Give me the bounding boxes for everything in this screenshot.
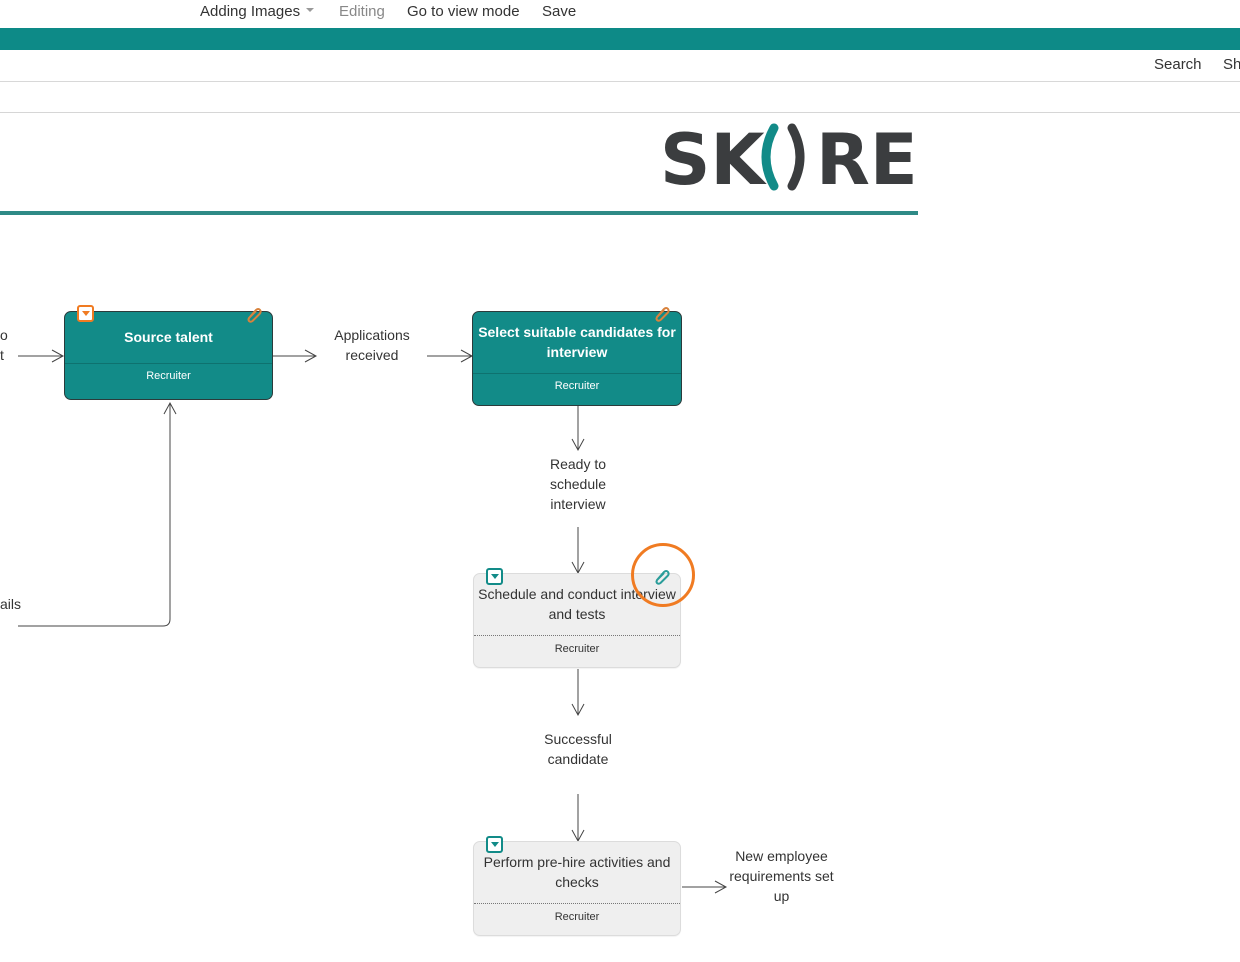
partial-left-label: o t (0, 325, 10, 365)
activity-box-source-talent[interactable]: Source talent Recruiter (64, 311, 273, 400)
triangle-down-icon (490, 574, 499, 579)
activity-role: Recruiter (554, 911, 600, 923)
divider-line (0, 112, 1240, 113)
activity-title: Schedule and conduct interview and tests (478, 586, 676, 622)
logo-text-sk: SK (660, 122, 767, 192)
partial-left-line-2: t (0, 347, 4, 363)
accent-bar (0, 28, 1240, 50)
view-mode-link[interactable]: Go to view mode (407, 3, 520, 20)
activity-role: Recruiter (146, 370, 191, 382)
top-menu-bar: Adding Images Editing Go to view mode Sa… (0, 0, 1240, 28)
activity-divider (474, 635, 680, 636)
triangle-down-icon (490, 842, 499, 847)
activity-title: Perform pre-hire activities and checks (483, 854, 671, 890)
triangle-down-icon (81, 311, 90, 316)
logo-bracket-left (761, 123, 779, 191)
partial-left-bottom-label: ails (0, 596, 22, 612)
header-underline (0, 211, 918, 215)
attachment-highlight-circle (631, 543, 695, 607)
search-link[interactable]: Search (1154, 56, 1202, 73)
logo-bracket-right (787, 123, 805, 191)
secondary-toolbar: Search Sh (0, 50, 1240, 82)
activity-divider (473, 373, 681, 374)
expand-subprocess-icon[interactable] (77, 305, 94, 322)
activity-divider (474, 903, 680, 904)
output-label-applications-received: Applications received (334, 327, 410, 363)
logo-text-re: RE (816, 122, 918, 192)
caret-down-icon (306, 8, 315, 13)
activity-divider (65, 363, 272, 364)
save-link[interactable]: Save (542, 3, 577, 20)
expand-subprocess-icon[interactable] (486, 836, 503, 853)
activity-role: Recruiter (554, 380, 600, 392)
activity-title: Select suitable candidates for interview (478, 324, 676, 360)
share-link[interactable]: Sh (1223, 56, 1240, 73)
paperclip-icon[interactable] (652, 304, 672, 324)
skore-logo: SK RE (660, 122, 918, 192)
output-label-ready-to-schedule: Ready to schedule interview (549, 456, 607, 512)
connector-loop-to-source-talent (18, 401, 177, 627)
paperclip-icon[interactable] (244, 305, 264, 325)
activity-box-select-candidates[interactable]: Select suitable candidates for interview… (472, 311, 682, 406)
adding-images-dropdown[interactable]: Adding Images (200, 3, 315, 20)
expand-subprocess-icon[interactable] (486, 568, 503, 585)
output-label-new-employee: New employee requirements set up (729, 848, 834, 904)
editing-menu-item: Editing (339, 3, 385, 20)
output-label-successful-candidate: Successful candidate (544, 731, 612, 767)
adding-images-label: Adding Images (200, 3, 301, 20)
activity-role: Recruiter (554, 643, 600, 655)
activity-box-pre-hire[interactable]: Perform pre-hire activities and checks R… (473, 841, 681, 936)
partial-left-line-1: o (0, 327, 8, 343)
activity-title: Source talent (124, 329, 213, 345)
